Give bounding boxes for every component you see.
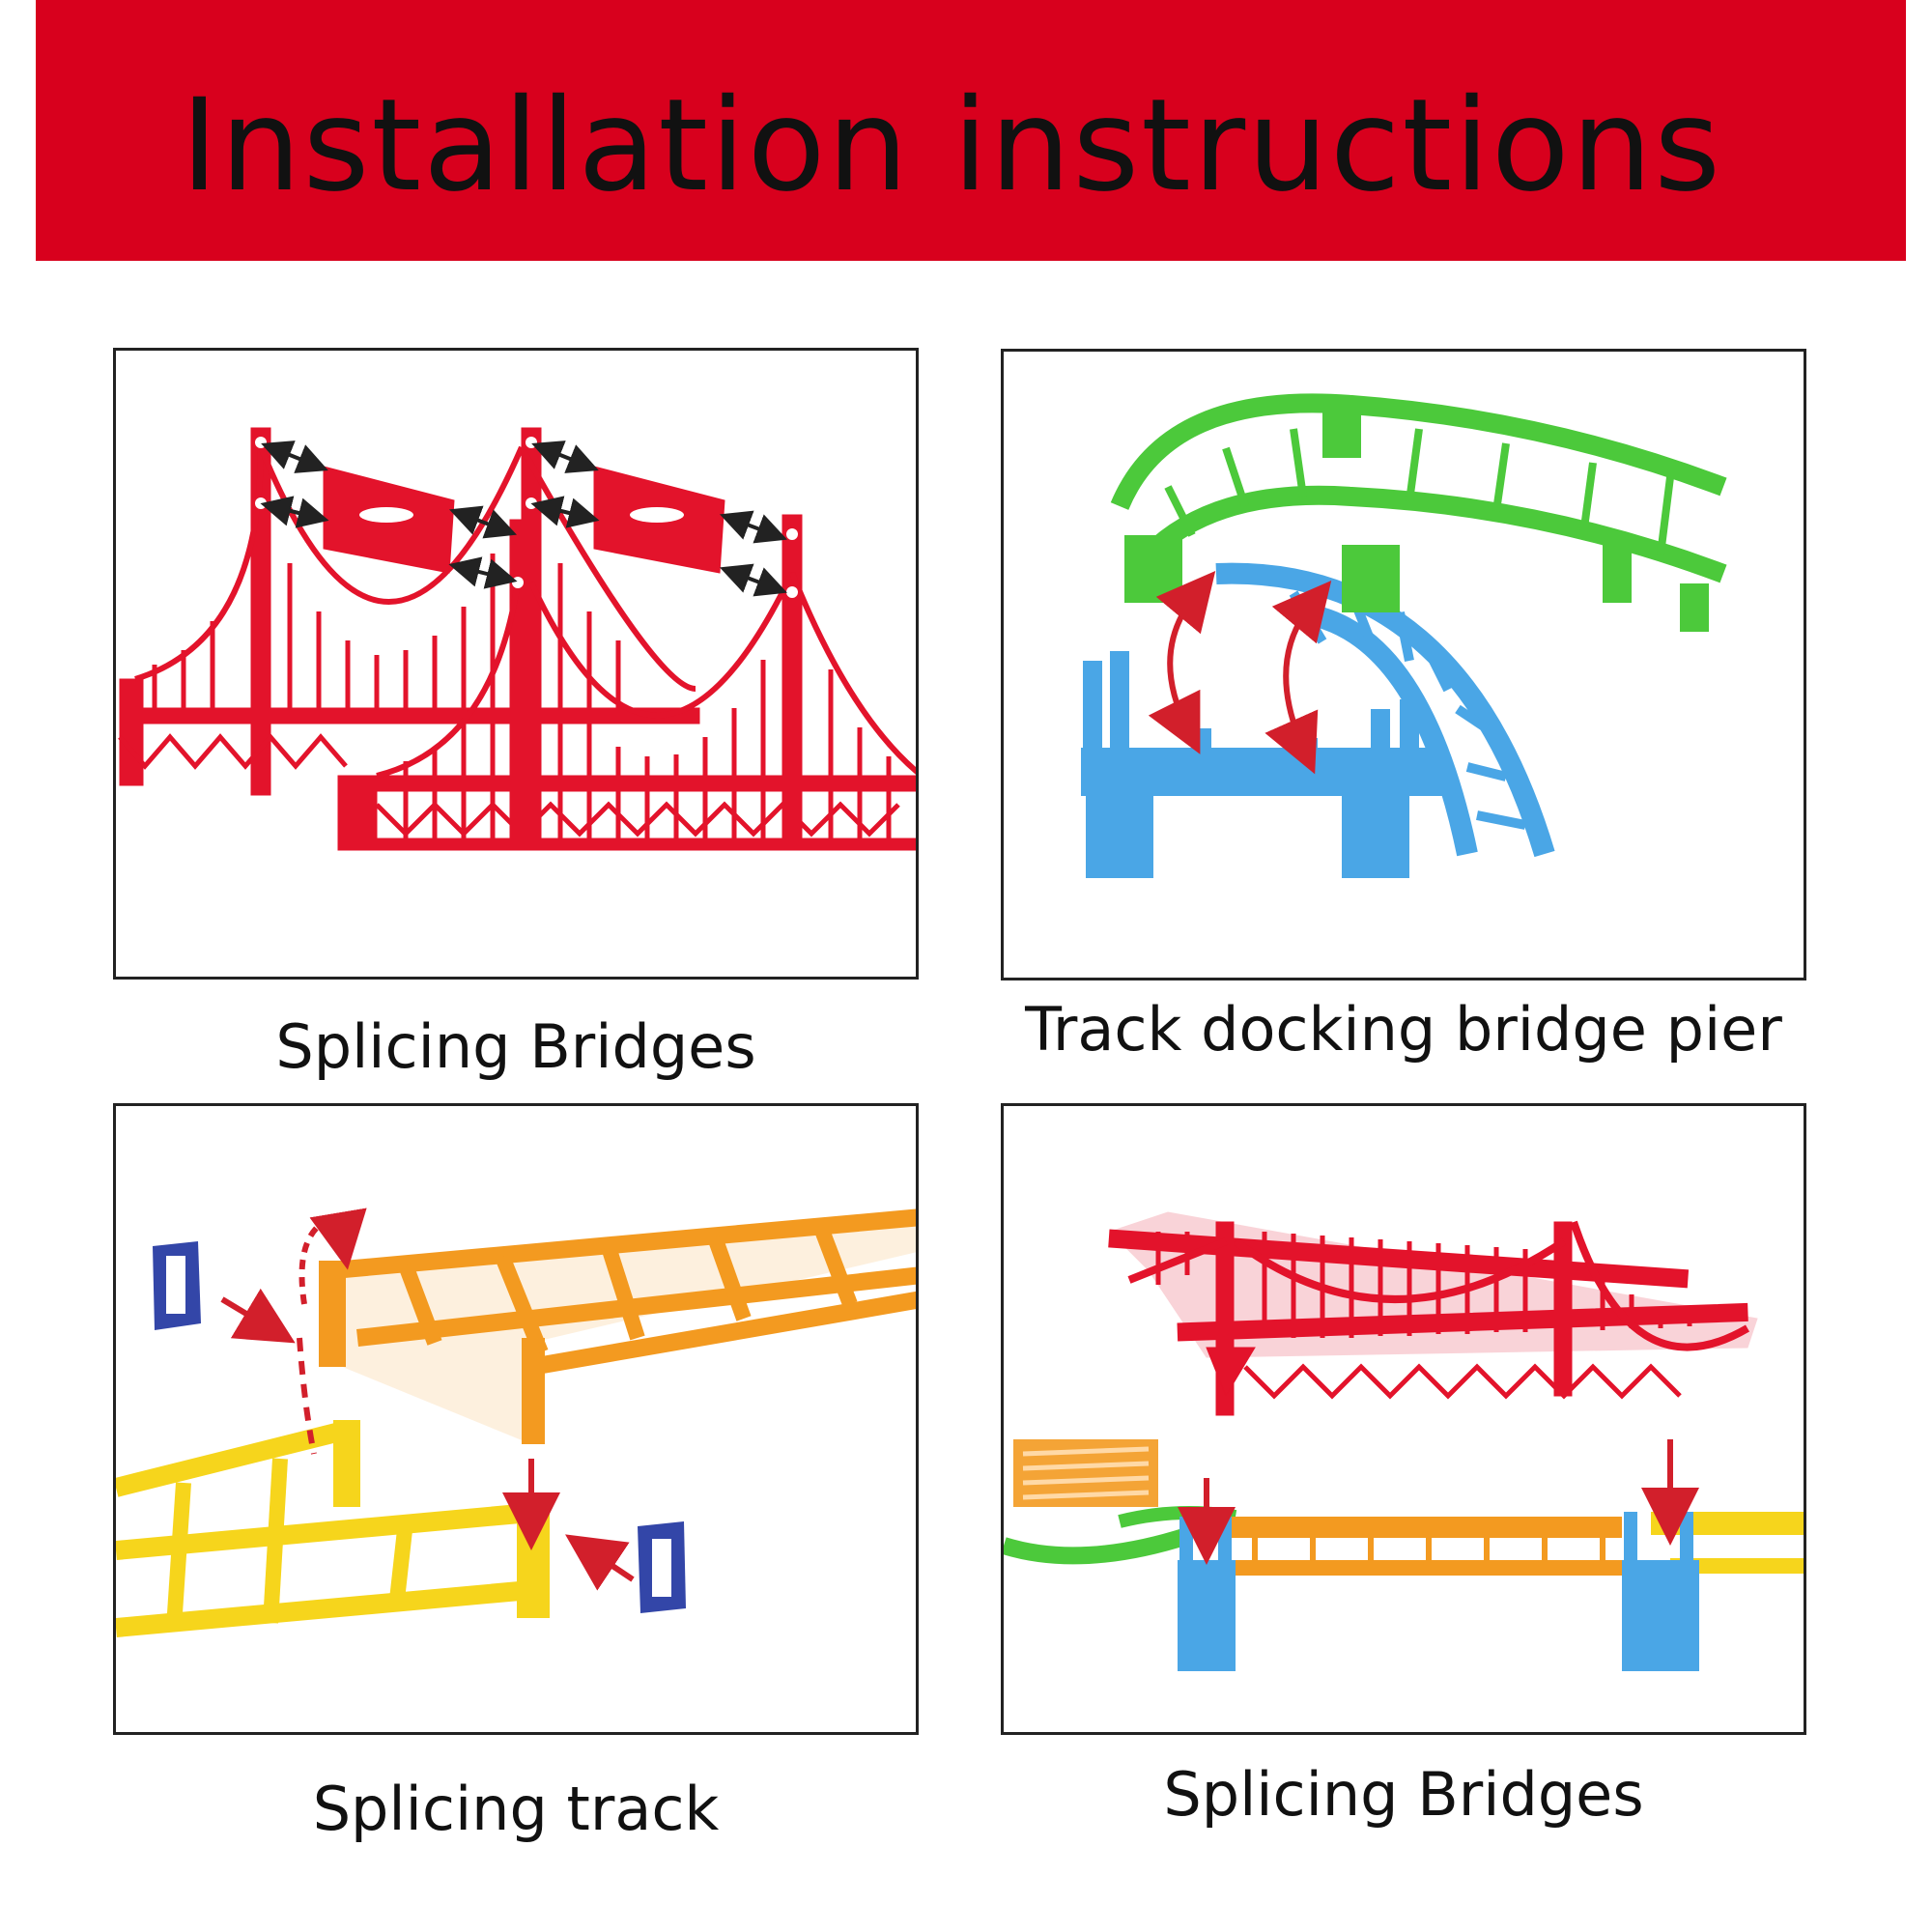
orange-yellow-track-connector-icon (116, 1208, 916, 1637)
caption-splicing-bridges: Splicing Bridges (275, 1011, 756, 1082)
panel-track-docking-bridge-pier (1001, 349, 1806, 980)
panel-splicing-bridges-top (113, 348, 919, 980)
panel-splicing-bridges-bottom (1001, 1103, 1806, 1735)
caption-splicing-track: Splicing track (312, 1774, 720, 1844)
red-bridge-on-blue-piers-icon (1004, 1211, 1804, 1671)
green-track-blue-pier-icon (1081, 393, 1727, 878)
page-title: Installation instructions (181, 71, 1723, 220)
panel-splicing-track (113, 1103, 919, 1735)
caption-track-docking-bridge-pier: Track docking bridge pier (1025, 994, 1782, 1065)
title-banner: Installation instructions (36, 0, 1906, 261)
caption-splicing-bridges-2: Splicing Bridges (1163, 1759, 1644, 1830)
red-suspension-bridge-icon (118, 427, 916, 851)
